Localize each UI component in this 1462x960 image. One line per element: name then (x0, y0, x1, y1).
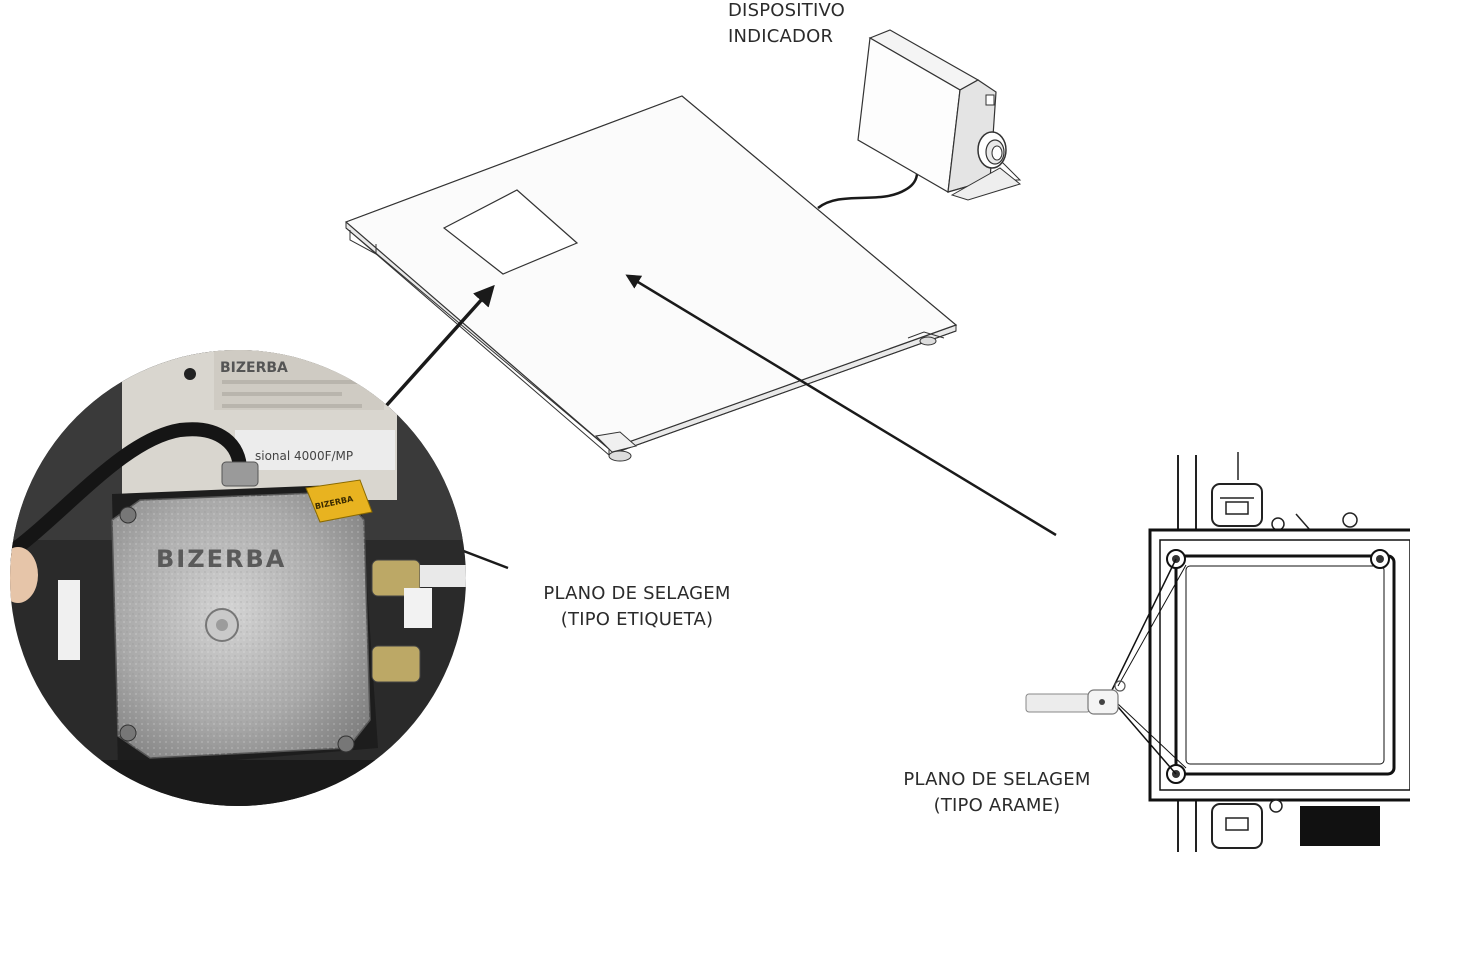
tag-seal-label: PLANO DE SELAGEM (TIPO ETIQUETA) (537, 581, 737, 633)
box-brand-text: BIZERBA (156, 545, 286, 573)
indicator-label-line1: DISPOSITIVO (728, 0, 846, 21)
seal-location-square (442, 189, 579, 275)
wire-seal-label-line2: (TIPO ARAME) (933, 795, 1061, 816)
wire-seal-label-line1: PLANO DE SELAGEM (903, 769, 1091, 790)
indicator-label-line2: INDICADOR (728, 26, 834, 47)
indicator-device (817, 29, 1022, 209)
arrow-to-platform-center (625, 274, 1057, 537)
lead-seal (1025, 680, 1126, 715)
wire-seal-drawing (1111, 452, 1410, 852)
platform-foot (594, 431, 638, 462)
platform-foot (907, 331, 945, 346)
junction-box-photo: BIZERBA sional 4000F/MP BIZERBA (10, 350, 466, 806)
platform-top (344, 95, 958, 450)
arrow-to-platform-square (384, 284, 495, 408)
box-screw (1370, 549, 1390, 569)
seal-tag (305, 479, 373, 523)
wire-seal-label: PLANO DE SELAGEM (TIPO ARAME) (897, 767, 1097, 819)
tag-seal-label-line1: PLANO DE SELAGEM (543, 583, 731, 604)
platform-scale (344, 95, 958, 462)
indicator-device-label: DISPOSITIVO INDICADOR (728, 0, 845, 50)
brand-plate-text: BIZERBA (220, 360, 288, 376)
model-text: sional 4000F/MP (255, 449, 353, 463)
tag-seal-label-line2: (TIPO ETIQUETA) (560, 609, 714, 630)
